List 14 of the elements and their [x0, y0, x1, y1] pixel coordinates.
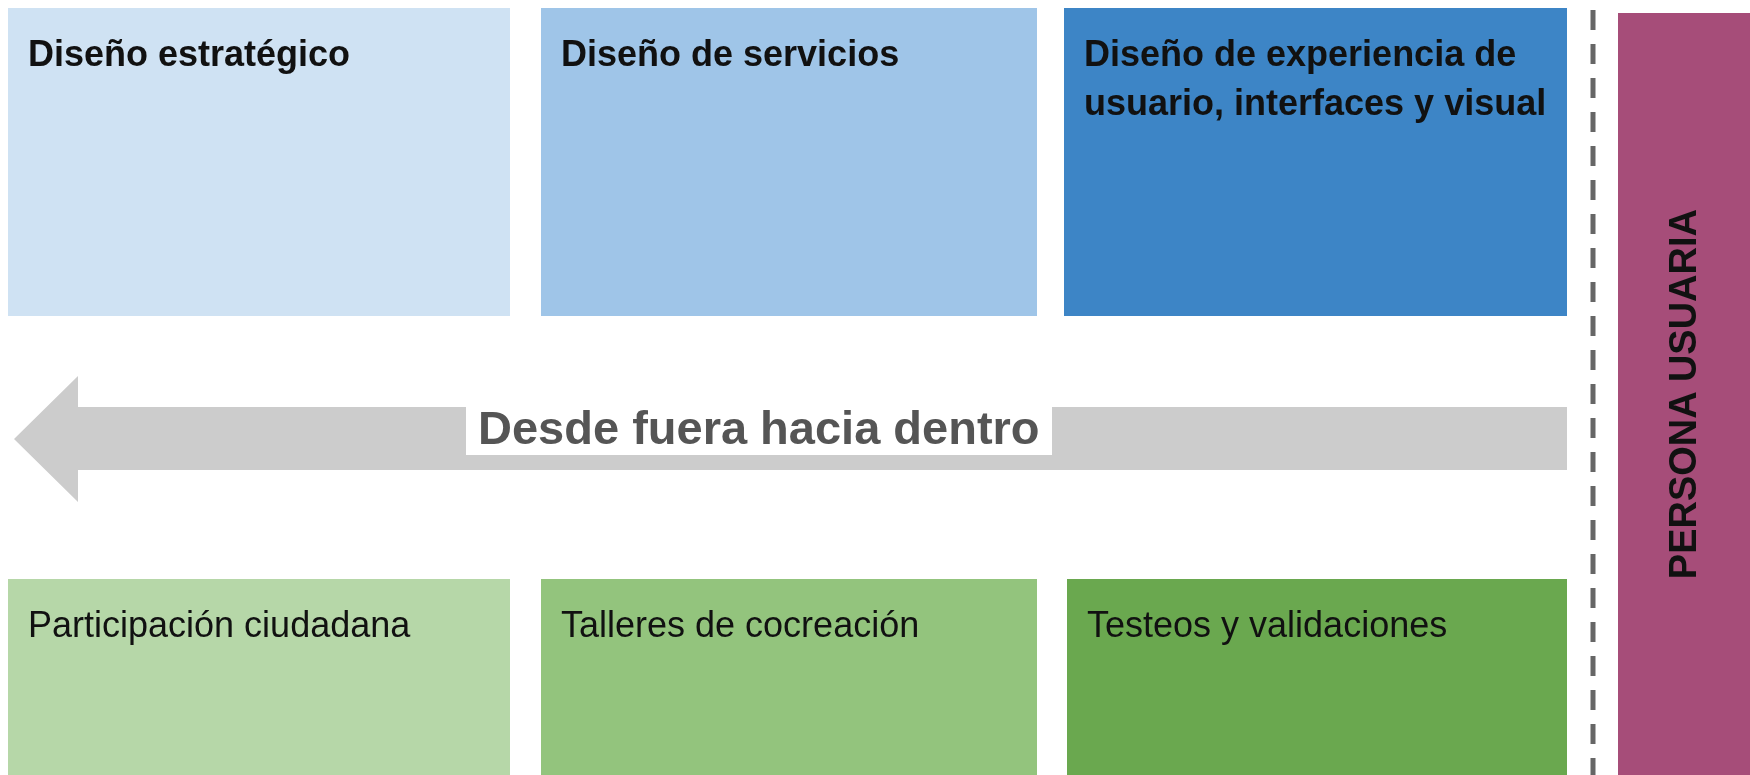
body-text: Participación ciudadana: [28, 603, 412, 647]
category-box: [8, 8, 510, 316]
heading-text: Diseño de experiencia de usuario, interfaces y visual: [1084, 32, 1547, 125]
category-box: [541, 8, 1037, 316]
heading-text: Diseño de servicios: [561, 32, 901, 76]
body-text: Talleres de cocreación: [561, 603, 921, 647]
heading-text: Diseño estratégico: [28, 32, 352, 76]
activity-box: [541, 579, 1037, 775]
activity-box: [1067, 579, 1567, 775]
category-box: [1064, 8, 1567, 316]
user-band: [1618, 13, 1750, 775]
activity-box: [8, 579, 510, 775]
band-text: PERSONA USUARIA: [1661, 208, 1706, 580]
body-text: Testeos y validaciones: [1087, 603, 1449, 647]
